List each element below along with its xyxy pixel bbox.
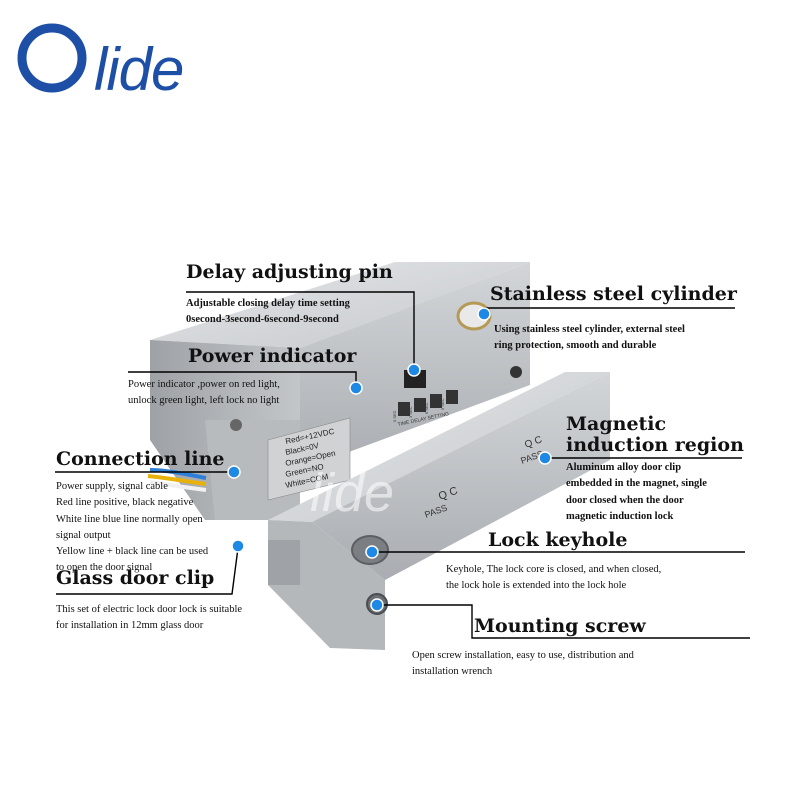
callout-desc-power: Power indicator ,power on red light, unl…: [128, 379, 280, 407]
callout-title-power: Power indicator: [188, 345, 357, 367]
marker-connection: [227, 465, 241, 479]
marker-keyhole: [365, 545, 379, 559]
callout-desc-magnetic: Aluminum alloy door clip embedded in the…: [566, 462, 707, 522]
leader-delay: [186, 291, 415, 369]
wire-bundle: [147, 468, 207, 492]
callout-desc-cylinder: Using stainless steel cylinder, external…: [494, 324, 685, 352]
callout-title-screw: Mounting screw: [474, 615, 646, 637]
body-screw-hole: [510, 366, 522, 378]
callout-desc-connection: Power supply, signal cable Red line posi…: [56, 481, 209, 574]
marker-screw: [370, 598, 384, 612]
leader-screw: [377, 604, 750, 639]
dip-switch-label-1: 3 SEC: [408, 406, 413, 418]
callout-desc-delay: Adjustable closing delay time setting 0s…: [186, 298, 350, 326]
dip-switch-label-0: 0 SEC: [392, 410, 397, 422]
callout-desc-keyhole: Keyhole, The lock core is closed, and wh…: [446, 564, 662, 592]
brand-name: lide: [94, 36, 184, 103]
dip-switch-label-2: 6 SEC: [424, 402, 429, 414]
callout-title-glass: Glass door clip: [56, 567, 215, 589]
callout-desc-glass: This set of electric lock door lock is s…: [56, 604, 243, 632]
brand-watermark: lide: [310, 463, 395, 523]
marker-delay: [407, 363, 421, 377]
marker-power: [349, 381, 363, 395]
marker-magnetic: [538, 451, 552, 465]
glass-door-clip: Q C PASS Q C PASS: [268, 372, 610, 650]
clip-side: [312, 372, 610, 580]
callout-title-connection: Connection line: [56, 448, 225, 470]
lock-body-top: [150, 262, 530, 348]
callout-title-magnetic: Magnetic induction region: [566, 413, 744, 456]
marker-cylinder: [477, 307, 491, 321]
callout-title-keyhole: Lock keyhole: [488, 529, 628, 551]
brand-logo: lide: [14, 18, 234, 103]
clip-top: [268, 372, 610, 522]
callout-desc-screw: Open screw installation, easy to use, di…: [412, 650, 634, 678]
logo-o-ring-icon: [17, 23, 87, 93]
callout-title-cylinder: Stainless steel cylinder: [490, 283, 737, 305]
dip-switch-label-3: 9 SEC: [440, 398, 445, 410]
end-screw-head: [230, 419, 242, 431]
marker-glass: [231, 539, 245, 553]
callout-title-delay: Delay adjusting pin: [186, 261, 393, 283]
leader-glass: [56, 547, 239, 595]
